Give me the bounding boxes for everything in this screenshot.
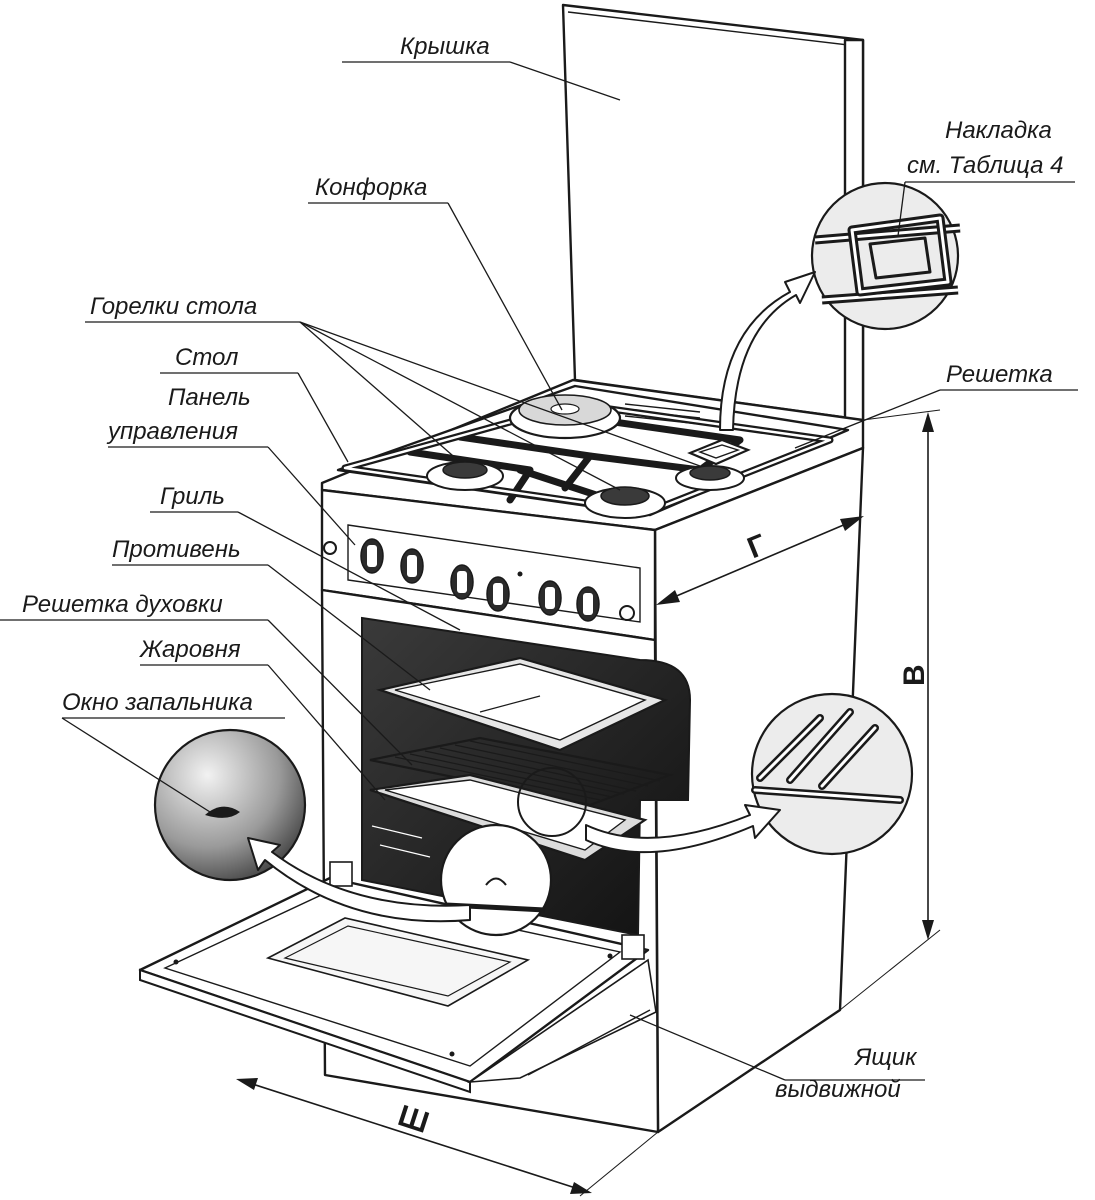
dimension-height <box>839 409 941 1011</box>
label-grill: Гриль <box>160 483 225 510</box>
label-trim-line2: см. Таблица 4 <box>907 152 1063 179</box>
burner-front-center <box>584 486 666 519</box>
label-grate: Решетка <box>946 361 1053 388</box>
label-igniter-window: Окно запальника <box>62 689 253 716</box>
label-cooktop: Стол <box>175 344 239 371</box>
label-burner-plate: Конфорка <box>315 174 427 201</box>
oven-rack <box>369 736 675 807</box>
control-knobs <box>323 538 635 622</box>
knob-6 <box>576 586 600 622</box>
knob-4 <box>486 576 510 612</box>
burner-rear-right <box>675 465 745 491</box>
label-oven-rack: Решетка духовки <box>22 591 223 618</box>
dimension-label-width: Ш <box>394 1099 433 1140</box>
arrow-to-trim-detail <box>719 271 816 431</box>
label-baking-tray: Противень <box>112 536 241 563</box>
label-table-burners: Горелки стола <box>90 293 257 320</box>
dimension-width <box>236 1009 841 1197</box>
text-labels: Крышка Накладка см. Таблица 4 Конфорка Г… <box>22 33 1063 1140</box>
arrow-to-rack-detail <box>585 804 781 854</box>
indicator-light-left <box>323 541 337 555</box>
indicator-light-right <box>619 605 635 621</box>
drawer <box>467 958 657 1084</box>
detail-trim-piece <box>810 181 961 331</box>
label-roasting-pan: Жаровня <box>139 636 241 663</box>
leader-lines <box>0 61 1078 1081</box>
detail-igniter-window <box>153 728 307 882</box>
label-trim-line1: Накладка <box>945 117 1052 144</box>
trim-piece-on-cooktop <box>687 438 751 466</box>
label-panel-line2: управления <box>106 418 238 445</box>
dimension-label-height: В <box>898 664 931 686</box>
detail-rack-closeup-small <box>517 767 587 837</box>
detail-rack-guide <box>750 692 914 856</box>
dimension-depth <box>656 516 864 605</box>
knob-1 <box>360 538 384 574</box>
arrow-to-igniter-detail <box>247 837 471 923</box>
knob-3 <box>450 564 474 600</box>
cooktop-grate <box>341 400 834 516</box>
label-lid: Крышка <box>400 33 490 60</box>
label-drawer-line2: выдвижной <box>775 1076 901 1103</box>
knob-5 <box>538 580 562 616</box>
knob-2 <box>400 548 424 584</box>
baking-tray <box>375 656 669 752</box>
burner-front-left <box>426 461 504 491</box>
label-drawer-line1: Ящик <box>853 1044 918 1071</box>
label-panel-line1: Панель <box>168 384 251 411</box>
lid <box>561 3 865 430</box>
